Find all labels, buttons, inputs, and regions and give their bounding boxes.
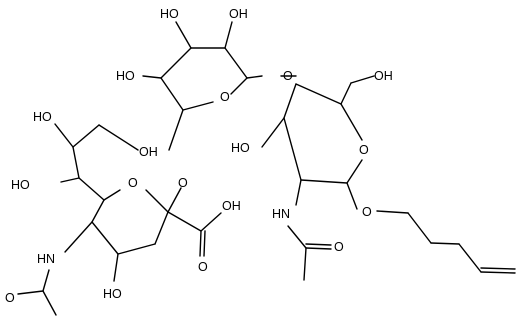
label-ho-gal-left: HO (116, 69, 135, 83)
label-o-glc-ring: O (359, 143, 369, 157)
label-o-cooh: O (198, 260, 208, 274)
sialic-acid-ring (17, 123, 222, 316)
label-hn-sia: HN (37, 252, 55, 266)
label-o-sia-ring: O (128, 176, 138, 190)
label-oh-ch2oh: OH (374, 69, 393, 83)
label-ho-sia-c4: HO (103, 287, 122, 301)
label-oh-cooh: OH (222, 199, 241, 213)
label-ho-gal-top1: HO (160, 7, 179, 21)
label-o-glyco-gal-glc: O (283, 69, 293, 83)
label-o-glc-amide: O (334, 240, 344, 254)
galactose-ring (142, 21, 297, 151)
label-ho-side-top: HO (33, 110, 52, 124)
label-o-gal-ring: O (220, 90, 230, 104)
label-o-pentenyl: O (362, 205, 372, 219)
glucosamine-ring (261, 75, 516, 281)
label-oh-gal-top2: OH (229, 7, 248, 21)
label-nh-glc: HN (272, 207, 290, 221)
label-o-glyco-sia: O (178, 176, 188, 190)
label-oh-side-right: OH (139, 145, 158, 159)
atom-labels: HO OH HO O O OH HO O HN O O HO OH HO O O… (5, 7, 393, 305)
label-ho-side-left: HO (11, 178, 30, 192)
label-ho-glc-c3: HO (231, 141, 250, 155)
label-o-sia-amide: O (5, 291, 15, 305)
